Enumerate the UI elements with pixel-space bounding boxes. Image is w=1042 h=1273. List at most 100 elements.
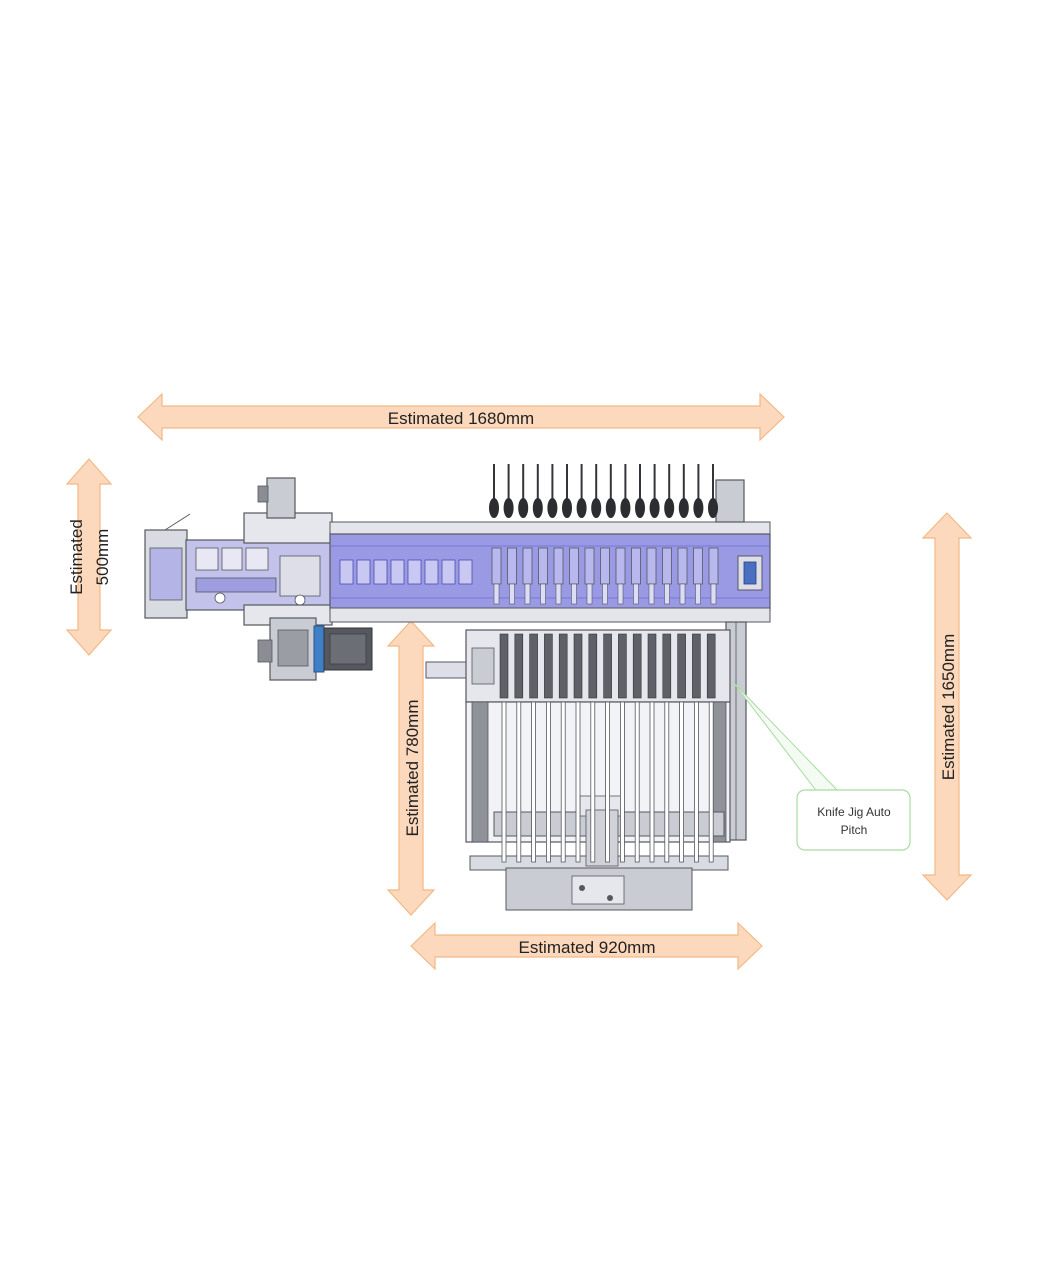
dimension-arrow-middle: Estimated 780mm bbox=[386, 620, 436, 916]
dimension-arrow-left: Estimated 500mm bbox=[65, 458, 113, 656]
conveyor-knife-tip bbox=[509, 583, 515, 605]
conveyor-knife-tip bbox=[571, 583, 577, 605]
knife-blade bbox=[635, 498, 645, 518]
callout-knife-jig: Knife Jig Auto Pitch bbox=[732, 681, 911, 851]
conveyor-knife-tip bbox=[648, 583, 655, 605]
jig-rod bbox=[560, 701, 566, 863]
jig-rod bbox=[620, 701, 625, 863]
jig-rod bbox=[501, 701, 507, 863]
conveyor-link bbox=[407, 559, 422, 585]
jig-slot bbox=[662, 633, 672, 699]
jig-rod bbox=[708, 701, 714, 863]
conveyor-knife bbox=[646, 547, 657, 585]
jig-rod bbox=[649, 701, 655, 863]
conveyor-knife bbox=[662, 547, 672, 585]
conveyor-knife-tip bbox=[524, 583, 531, 605]
knife-blade bbox=[518, 498, 529, 518]
conveyor-knife bbox=[538, 547, 548, 585]
jig-rod bbox=[546, 701, 551, 863]
knife-blade bbox=[693, 498, 704, 518]
conveyor-knife-tip bbox=[695, 583, 701, 605]
jig-rod bbox=[590, 701, 596, 863]
conveyor-link bbox=[390, 559, 405, 585]
knife-blade bbox=[547, 498, 558, 518]
knife-blade bbox=[605, 498, 616, 518]
conveyor-link bbox=[373, 559, 388, 585]
jig-slot bbox=[588, 633, 598, 699]
conveyor-knife bbox=[507, 547, 517, 585]
dimension-label-width-bottom: Estimated 920mm bbox=[519, 938, 656, 957]
knife-blade bbox=[489, 498, 499, 518]
knife-blade bbox=[562, 498, 572, 518]
conveyor-knife-tip bbox=[586, 583, 593, 605]
knife-blade bbox=[678, 498, 689, 518]
jig-slot bbox=[618, 633, 627, 699]
conveyor-link bbox=[458, 559, 473, 585]
conveyor-knife bbox=[553, 547, 564, 585]
jig-slot bbox=[692, 633, 701, 699]
jig-slot bbox=[544, 633, 553, 699]
knife-jig bbox=[425, 629, 731, 911]
conveyor-knife-tip bbox=[664, 583, 670, 605]
conveyor-knife bbox=[522, 547, 533, 585]
jig-slot bbox=[499, 633, 509, 699]
conveyor-knife bbox=[491, 547, 502, 585]
conveyor-links bbox=[339, 559, 473, 585]
jig-slot bbox=[677, 633, 686, 699]
conveyor-knife bbox=[708, 547, 719, 585]
conveyor-knife-tip bbox=[633, 583, 639, 605]
conveyor-knife-tip bbox=[617, 583, 624, 605]
jig-rod bbox=[575, 701, 581, 863]
conveyor-knife bbox=[584, 547, 595, 585]
jig-rod bbox=[605, 701, 610, 863]
jig-slot bbox=[706, 633, 716, 699]
conveyor-knife-tip bbox=[540, 583, 546, 605]
jig-rods bbox=[501, 701, 714, 863]
dimension-label-height-right: Estimated 1650mm bbox=[939, 634, 958, 780]
jig-slot bbox=[647, 633, 657, 699]
conveyor-knife-tip bbox=[493, 583, 500, 605]
callout-label-line2: Pitch bbox=[841, 823, 868, 837]
conveyor-link bbox=[356, 559, 371, 585]
jig-rod bbox=[516, 701, 522, 863]
conveyor-knife-tip bbox=[555, 583, 562, 605]
knife-blade bbox=[591, 498, 602, 518]
dimension-label-height-middle: Estimated 780mm bbox=[403, 700, 422, 837]
dimension-label-height-left-2: 500mm bbox=[93, 529, 112, 586]
jig-slot bbox=[632, 633, 642, 699]
jig-rod bbox=[694, 701, 699, 863]
jig-rod bbox=[531, 701, 536, 863]
jig-slot bbox=[603, 633, 612, 699]
dimension-label-height-left-1: Estimated bbox=[67, 519, 86, 595]
dimension-arrow-top: Estimated 1680mm bbox=[137, 392, 785, 442]
left-drive-unit bbox=[144, 477, 373, 681]
knife-blade bbox=[532, 498, 543, 518]
conveyor-knife bbox=[600, 547, 610, 585]
conveyor-knife bbox=[615, 547, 626, 585]
conveyor-link bbox=[424, 559, 439, 585]
knife-blade bbox=[620, 498, 631, 518]
jig-slot bbox=[558, 633, 568, 699]
conveyor-knives bbox=[491, 547, 719, 605]
jig-slot bbox=[529, 633, 538, 699]
jig-slot bbox=[573, 633, 583, 699]
conveyor-knife-tip bbox=[679, 583, 686, 605]
conveyor-knife bbox=[569, 547, 579, 585]
conveyor-knife-tip bbox=[602, 583, 608, 605]
jig-rod bbox=[664, 701, 670, 863]
main-conveyor bbox=[329, 479, 771, 623]
jig-rod bbox=[634, 701, 640, 863]
knife-blade bbox=[649, 498, 660, 518]
jig-rod bbox=[679, 701, 684, 863]
callout-label-line1: Knife Jig Auto bbox=[817, 805, 891, 819]
knife-blade bbox=[708, 498, 718, 518]
knife-blade bbox=[503, 498, 514, 518]
conveyor-knife bbox=[677, 547, 688, 585]
dimension-arrow-bottom: Estimated 920mm bbox=[410, 921, 763, 971]
knife-blade bbox=[576, 498, 587, 518]
jig-knife-slots bbox=[499, 633, 716, 699]
conveyor-knife bbox=[693, 547, 703, 585]
conveyor-link bbox=[441, 559, 456, 585]
dimension-arrow-right: Estimated 1650mm bbox=[921, 512, 973, 901]
